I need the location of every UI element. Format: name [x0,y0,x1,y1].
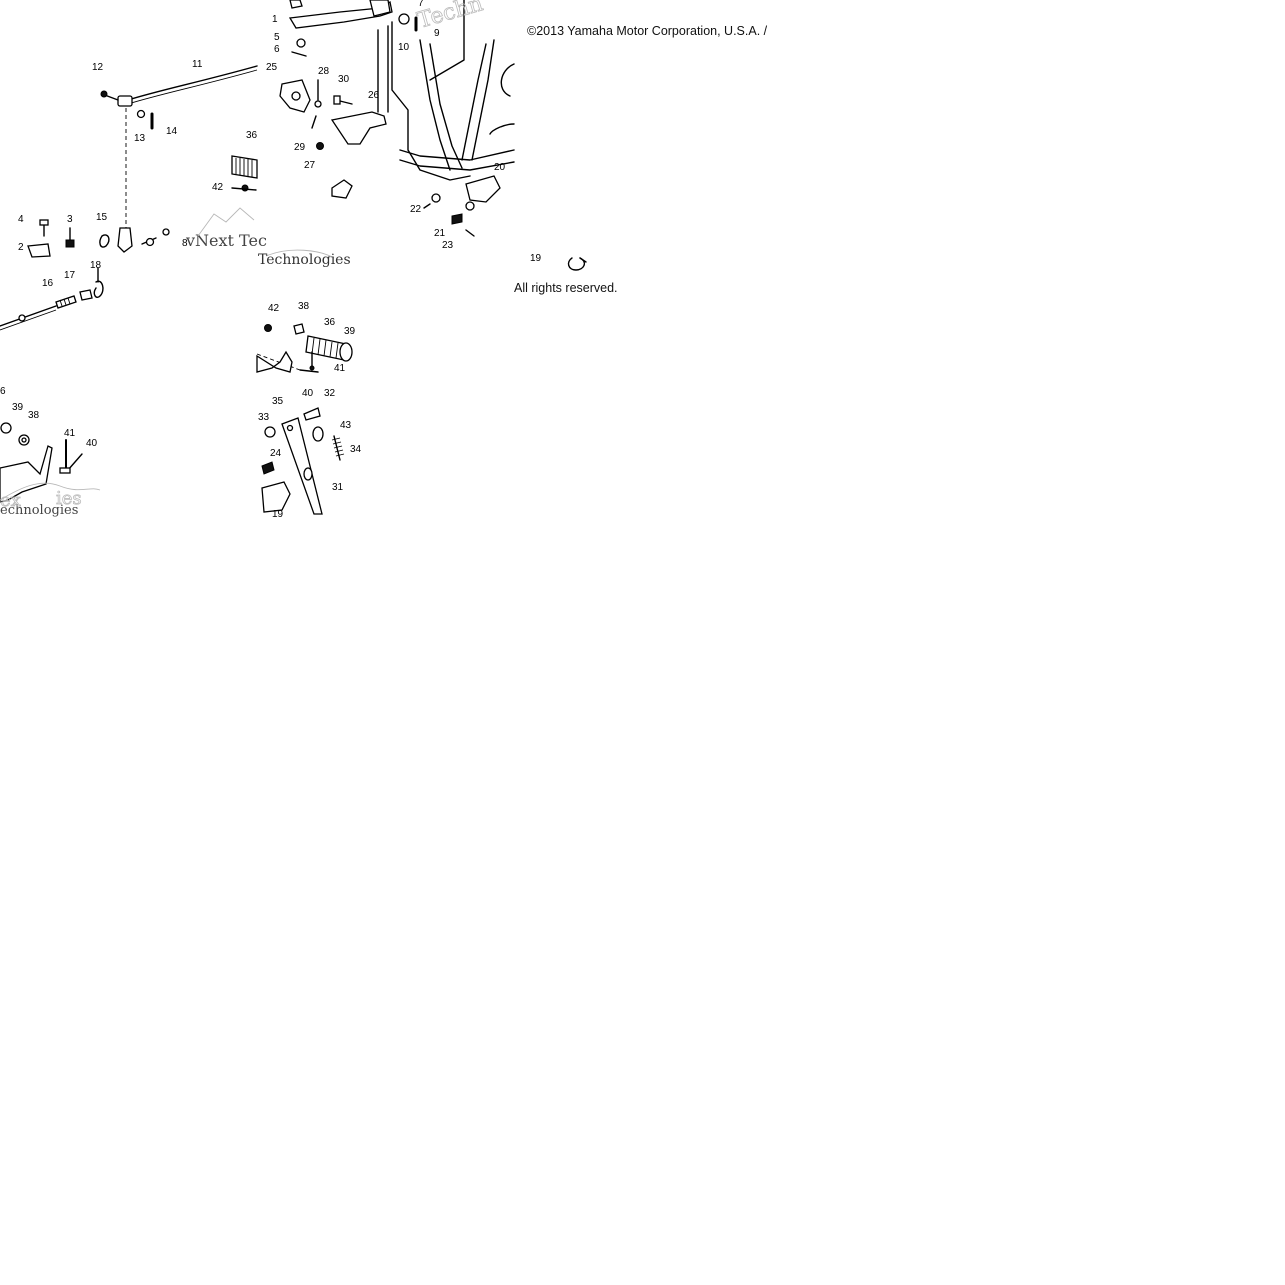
tile-right-fragment: 19 [530,253,587,271]
footrest-grip [231,155,258,179]
svg-text:40: 40 [86,438,98,449]
svg-text:1: 1 [272,14,278,25]
rights-reserved-notice: All rights reserved. [514,281,618,295]
watermark-text-2: echnologies [0,503,78,518]
svg-text:25: 25 [266,62,278,73]
svg-text:33: 33 [258,412,270,423]
circlip [567,257,586,271]
svg-text:6: 6 [0,386,6,397]
svg-text:22: 22 [410,204,422,215]
tile-frame-pegs: Techn [265,0,515,259]
svg-text:36: 36 [324,317,336,328]
svg-text:5: 5 [274,32,280,43]
svg-text:38: 38 [28,410,40,421]
shift-cable [127,65,258,101]
footrest-bracket [330,111,387,145]
svg-text:14: 14 [166,126,178,137]
svg-text:29: 29 [294,142,306,153]
svg-text:13: 13 [134,133,146,144]
svg-text:23: 23 [442,240,454,251]
svg-text:24: 24 [270,448,282,459]
svg-text:10: 10 [398,42,410,53]
svg-text:4: 4 [18,214,24,225]
svg-text:38: 38 [298,301,310,312]
side-stand [281,417,323,515]
svg-text:16: 16 [42,278,54,289]
svg-text:12: 12 [92,62,104,73]
svg-text:30: 30 [338,74,350,85]
svg-text:21: 21 [434,228,446,239]
svg-text:42: 42 [212,182,224,193]
svg-text:9: 9 [434,28,440,39]
tile-sidestand [256,323,353,515]
svg-text:6: 6 [274,44,280,55]
svg-text:42: 42 [268,303,280,314]
watermark-text-3: ies [56,488,82,509]
svg-text:43: 43 [340,420,352,431]
svg-text:35: 35 [272,396,284,407]
svg-text:11: 11 [192,59,203,70]
svg-text:39: 39 [344,326,356,337]
pedal-lever [288,0,393,29]
svg-text:41: 41 [334,363,346,374]
svg-text:20: 20 [494,162,506,173]
svg-text:18: 18 [90,260,102,271]
watermark-text-5: Techn [415,0,486,34]
cable-end-fitting [117,95,133,107]
copyright-notice: ©2013 Yamaha Motor Corporation, U.S.A. / [527,24,768,38]
stand-bracket [256,350,293,373]
svg-text:39: 39 [12,402,24,413]
watermark-text-4: ex [0,490,21,511]
svg-text:28: 28 [318,66,330,77]
svg-text:40: 40 [302,388,314,399]
svg-text:31: 31 [332,482,344,493]
brake-pedal-arm [0,445,53,503]
svg-text:19: 19 [272,509,284,520]
svg-text:2: 2 [18,242,24,253]
svg-text:3: 3 [67,214,73,225]
watermark-text-6: Technologies [258,252,351,268]
svg-text:15: 15 [96,212,108,223]
tile-shift-rod: echnologies ies ex [0,267,104,518]
svg-text:36: 36 [246,130,258,141]
svg-text:7: 7 [418,0,424,9]
svg-text:17: 17 [64,270,76,281]
svg-text:32: 32 [324,388,336,399]
tile-shift-linkage: vNext Tec [27,65,267,258]
watermark-text-1: vNext Tec [185,231,267,250]
svg-text:8: 8 [182,238,188,249]
svg-text:19: 19 [530,253,542,264]
svg-text:41: 41 [64,428,76,439]
svg-text:26: 26 [368,90,380,101]
svg-text:27: 27 [304,160,316,171]
svg-text:34: 34 [350,444,362,455]
